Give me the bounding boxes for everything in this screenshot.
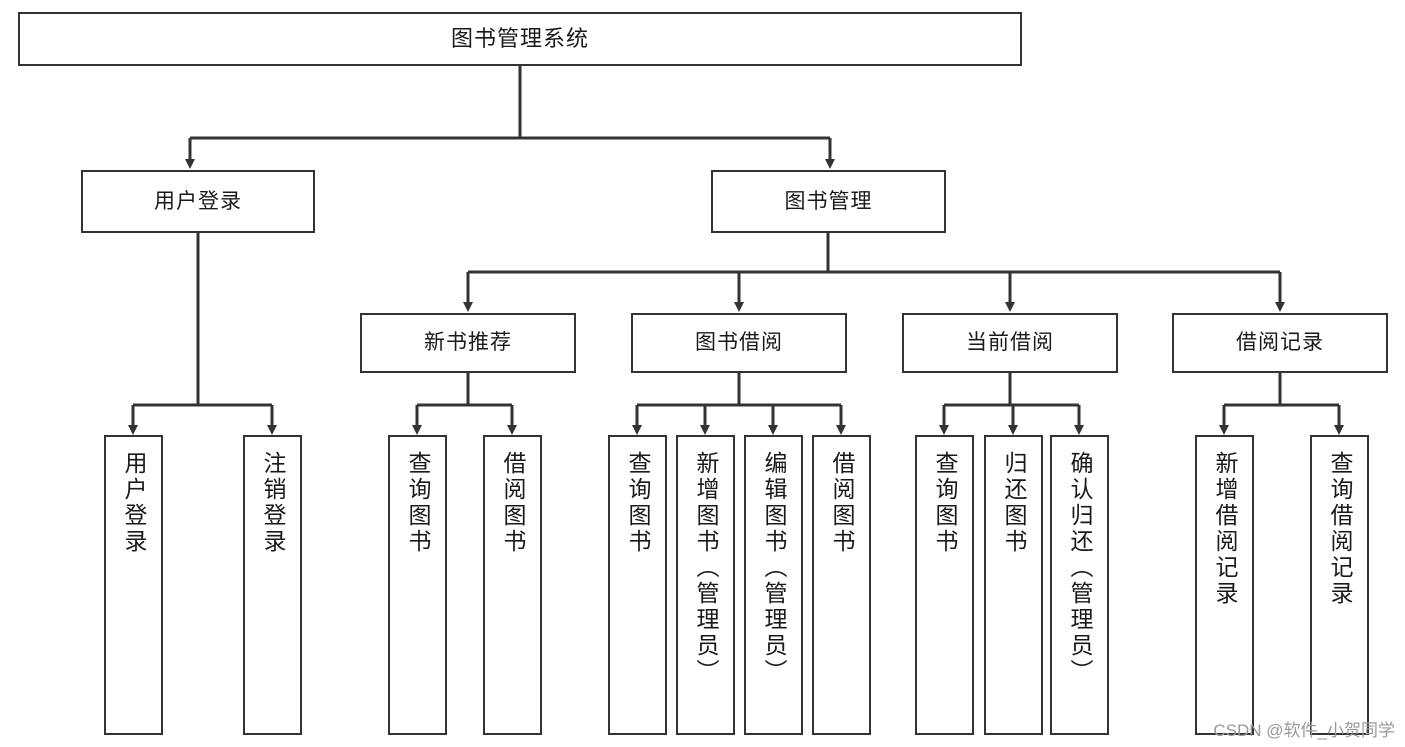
node-label: 当前借阅 [966,331,1054,355]
node-label: 借阅图书 [829,451,855,555]
node-label: 用户登录 [154,189,242,213]
node-label: 图书管理 [784,189,873,213]
node-label: 编辑图书（管理员） [761,451,787,685]
leaf-user-logout[interactable]: 注销登录 [243,435,302,735]
node-current-borrow[interactable]: 当前借阅 [902,313,1118,373]
node-label: 归还图书 [1001,451,1027,555]
node-label: 图书借阅 [695,331,783,355]
node-label: 新书推荐 [424,331,512,355]
node-book-manage[interactable]: 图书管理 [711,170,946,233]
leaf-record-query[interactable]: 查询借阅记录 [1310,435,1369,735]
leaf-borrow-add-book[interactable]: 新增图书（管理员） [676,435,735,735]
leaf-current-return-book[interactable]: 归还图书 [984,435,1043,735]
node-label: 图书管理系统 [450,25,589,51]
node-label: 查询图书 [625,451,651,555]
node-new-book-recommend[interactable]: 新书推荐 [360,313,576,373]
node-label: 新增借阅记录 [1212,451,1238,607]
node-label: 借阅图书 [500,451,526,555]
leaf-current-query-book[interactable]: 查询图书 [915,435,974,735]
leaf-borrow-borrow-book[interactable]: 借阅图书 [812,435,871,735]
node-label: 查询图书 [405,451,431,555]
leaf-recommend-query-book[interactable]: 查询图书 [388,435,447,735]
node-root-system[interactable]: 图书管理系统 [18,12,1022,66]
node-label: 确认归还（管理员） [1067,451,1093,685]
node-label: 注销登录 [260,451,286,555]
node-borrow-record[interactable]: 借阅记录 [1172,313,1388,373]
leaf-current-confirm-return[interactable]: 确认归还（管理员） [1050,435,1109,735]
node-user-login[interactable]: 用户登录 [81,170,315,233]
leaf-record-add[interactable]: 新增借阅记录 [1195,435,1254,735]
node-label: 新增图书（管理员） [693,451,719,685]
leaf-recommend-borrow-book[interactable]: 借阅图书 [483,435,542,735]
node-label: 用户登录 [121,451,147,555]
node-book-borrow[interactable]: 图书借阅 [631,313,847,373]
node-label: 借阅记录 [1236,331,1324,355]
leaf-user-login[interactable]: 用户登录 [104,435,163,735]
node-label: 查询图书 [932,451,958,555]
wires-group [128,66,1344,435]
leaf-borrow-edit-book[interactable]: 编辑图书（管理员） [744,435,803,735]
node-label: 查询借阅记录 [1327,451,1353,607]
leaf-borrow-query-book[interactable]: 查询图书 [608,435,667,735]
